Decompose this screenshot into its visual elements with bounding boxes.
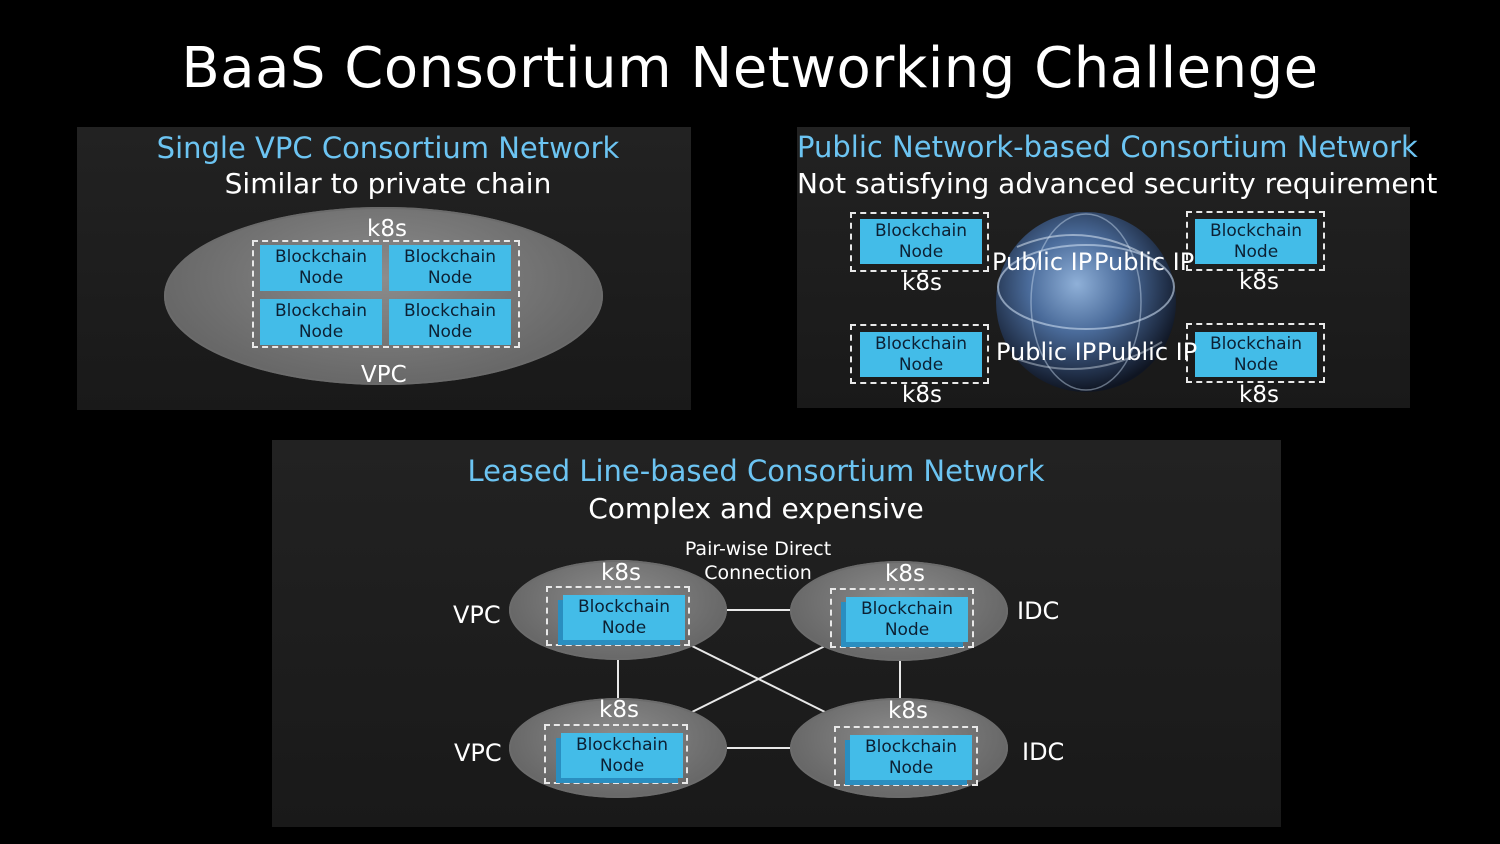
k8s-cluster-boundary [544, 724, 688, 784]
k8s-cluster-boundary [830, 588, 974, 648]
k8s-cluster-boundary [1186, 211, 1325, 271]
panel-leased-line: Leased Line-based Consortium Network Com… [272, 440, 1281, 827]
public-ip-label: Public IP [1094, 248, 1195, 276]
k8s-cluster-boundary [834, 726, 978, 786]
panel-single-vpc: Single VPC Consortium Network Similar to… [77, 127, 691, 410]
idc-label: IDC [1022, 738, 1065, 766]
vpc-label: VPC [454, 739, 502, 767]
k8s-cluster-boundary [850, 324, 989, 384]
k8s-label: k8s [902, 270, 942, 296]
k8s-label: k8s [1239, 269, 1279, 295]
panel-subtitle: Complex and expensive [588, 492, 924, 525]
public-ip-label: Public IP [992, 248, 1093, 276]
k8s-cluster-boundary [850, 212, 989, 272]
vpc-ellipse [164, 207, 603, 385]
public-ip-label: Public IP [1097, 338, 1198, 366]
globe-icon [996, 212, 1176, 392]
page-title: BaaS Consortium Networking Challenge [181, 36, 1319, 101]
k8s-cluster-boundary [546, 586, 690, 646]
k8s-label: k8s [601, 560, 641, 586]
panel-title: Single VPC Consortium Network [156, 131, 620, 165]
vpc-label: VPC [453, 601, 501, 629]
panel-title: Leased Line-based Consortium Network [467, 454, 1045, 488]
panel-subtitle: Not satisfying advanced security require… [797, 167, 1438, 200]
k8s-label: k8s [902, 382, 942, 408]
k8s-cluster-boundary [1186, 323, 1325, 383]
public-ip-label: Public IP [996, 338, 1097, 366]
k8s-label: k8s [1239, 382, 1279, 408]
k8s-label: k8s [367, 216, 407, 242]
k8s-label: k8s [599, 697, 639, 723]
panel-title: Public Network-based Consortium Network [797, 130, 1418, 164]
k8s-label: k8s [885, 561, 925, 587]
idc-label: IDC [1017, 597, 1060, 625]
panel-subtitle: Similar to private chain [224, 167, 552, 200]
vpc-label: VPC [361, 362, 407, 388]
k8s-label: k8s [888, 698, 928, 724]
k8s-cluster-boundary [252, 240, 520, 348]
connection-lines [617, 609, 901, 749]
panel-public-network: Public Network-based Consortium Network … [797, 127, 1438, 408]
